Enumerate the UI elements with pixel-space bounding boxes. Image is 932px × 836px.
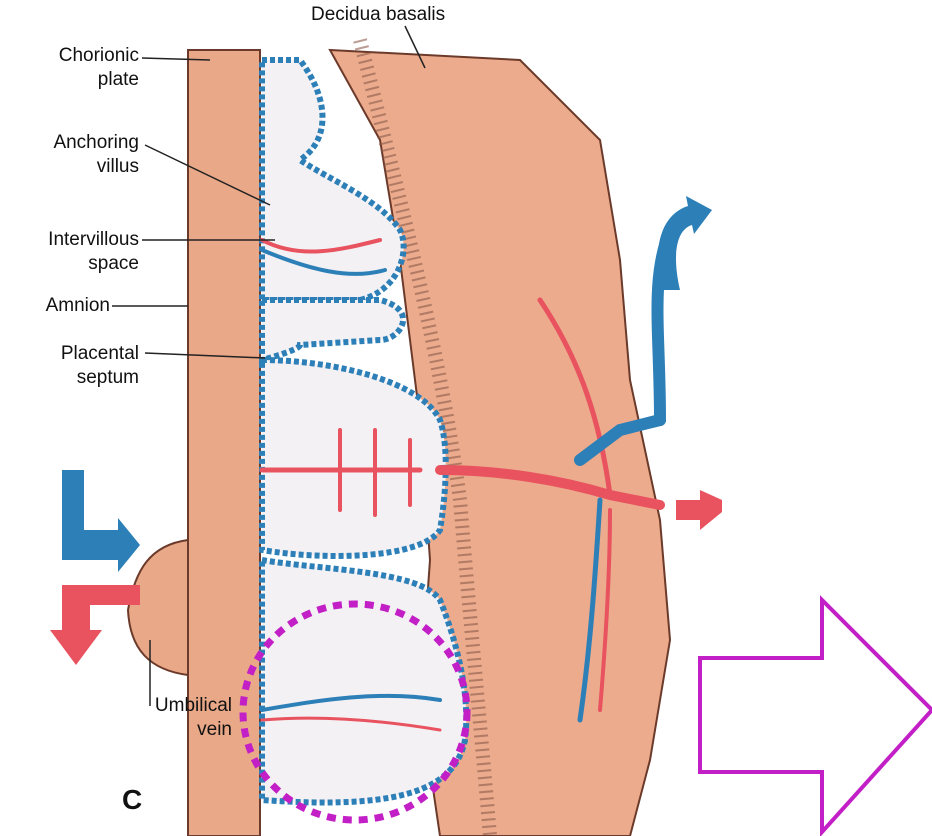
label-intervillous-space-line2: space: [48, 252, 139, 276]
label-placental-septum-line1: Placental: [61, 342, 139, 366]
umbilical-cord: [128, 540, 188, 675]
maternal-blood-out-arrow: [658, 196, 712, 290]
label-decidua-basalis: Decidua basalis: [311, 4, 445, 26]
maternal-blood-in-arrow: [676, 490, 722, 530]
label-anchoring-villus-line1: Anchoring: [53, 131, 139, 155]
label-anchoring-villus-line2: villus: [53, 155, 139, 179]
pointer-arrow: [700, 600, 932, 832]
label-intervillous-space-line1: Intervillous: [48, 228, 139, 252]
label-umbilical-vein: Umbilical vein: [155, 694, 232, 742]
umbilical-vein-in-arrow: [62, 470, 140, 572]
umbilical-artery-out-arrow: [50, 585, 140, 665]
label-amnion: Amnion: [46, 294, 110, 318]
label-chorionic-plate-line1: Chorionic: [59, 44, 139, 68]
label-chorionic-plate-line2: plate: [59, 68, 139, 92]
label-chorionic-plate: Chorionic plate: [59, 44, 139, 92]
label-placental-septum-line2: septum: [61, 366, 139, 390]
label-umbilical-vein-line2: vein: [155, 718, 232, 742]
label-intervillous-space: Intervillous space: [48, 228, 139, 276]
panel-letter: C: [122, 784, 142, 816]
label-anchoring-villus: Anchoring villus: [53, 131, 139, 179]
label-placental-septum: Placental septum: [61, 342, 139, 390]
label-umbilical-vein-line1: Umbilical: [155, 694, 232, 718]
